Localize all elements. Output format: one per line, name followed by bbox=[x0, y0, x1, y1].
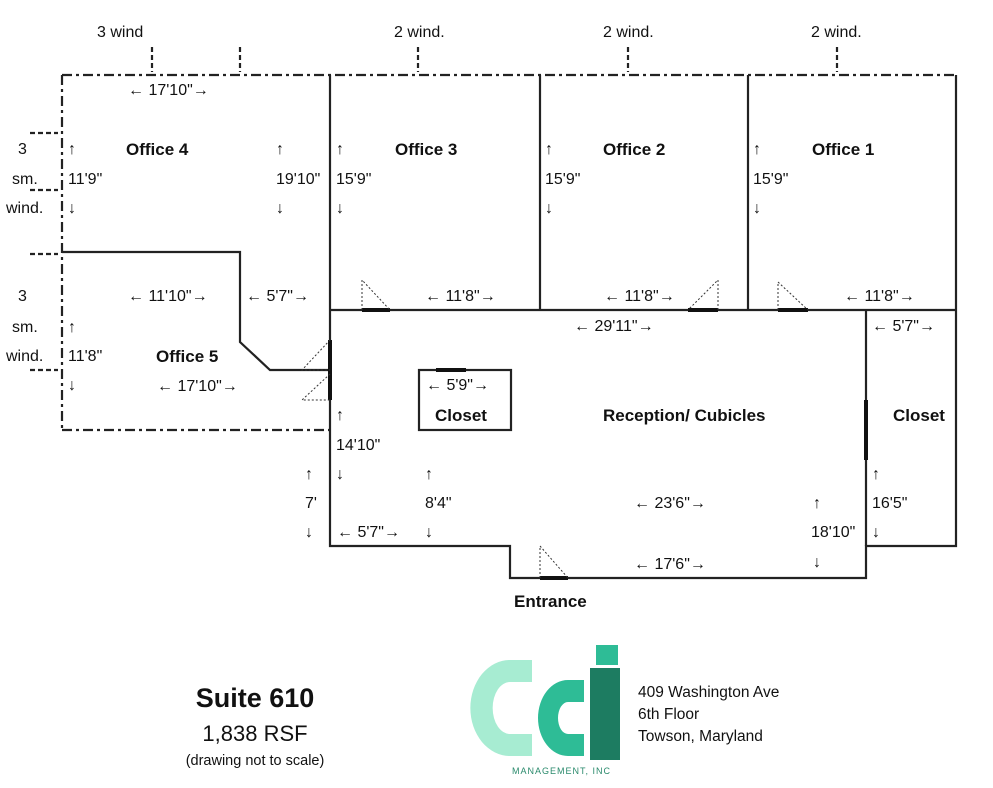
dim-office4-right-height: 19'10" bbox=[276, 171, 321, 188]
room-office5: Office 5 bbox=[156, 347, 219, 366]
window-label-office4: 3 wind bbox=[97, 24, 144, 41]
cci-logo bbox=[470, 645, 620, 760]
dim-hall-height: 14'10" bbox=[336, 437, 381, 454]
dim-reception-left-height: 8'4" bbox=[425, 495, 452, 512]
room-reception: Reception/ Cubicles bbox=[603, 406, 766, 425]
dim-office4-left-height: 11'9" bbox=[68, 171, 103, 188]
suite-note: (drawing not to scale) bbox=[185, 753, 325, 769]
arrow-up-icon: ↑ bbox=[753, 141, 761, 158]
arrow-down-icon: ↓ bbox=[813, 554, 821, 571]
wall-office5 bbox=[62, 250, 330, 372]
dim-reception-width: ← 29'11"→ bbox=[574, 318, 654, 335]
arrow-up-icon: ↑ bbox=[425, 466, 433, 483]
arrow-down-icon: ↓ bbox=[336, 466, 344, 483]
dim-office4-width: ← 17'10"→ bbox=[128, 82, 209, 99]
dim-office1-height: 15'9" bbox=[753, 171, 789, 188]
arrow-down-icon: ↓ bbox=[425, 524, 433, 541]
room-entrance: Entrance bbox=[514, 592, 587, 611]
arrow-up-icon: ↑ bbox=[336, 407, 344, 424]
room-office1: Office 1 bbox=[812, 140, 875, 159]
suite-area: 1,838 RSF bbox=[202, 721, 308, 746]
dim-office5-top-width: ← 11'10"→ bbox=[128, 288, 208, 305]
dim-closet-right-height: 16'5" bbox=[872, 495, 908, 512]
room-office3: Office 3 bbox=[395, 140, 458, 159]
room-office2: Office 2 bbox=[603, 140, 666, 159]
dim-hall-side: 7' bbox=[305, 495, 317, 512]
address-line-1: 409 Washington Ave bbox=[638, 684, 780, 701]
arrow-down-icon: ↓ bbox=[68, 377, 76, 394]
dim-office3-width: ← 11'8"→ bbox=[425, 288, 496, 305]
window-label-office1: 2 wind. bbox=[811, 24, 862, 41]
side-window-size: sm. bbox=[12, 319, 38, 336]
dim-office1-width: ← 11'8"→ bbox=[844, 288, 915, 305]
arrow-down-icon: ↓ bbox=[305, 524, 313, 541]
room-closet-left: Closet bbox=[435, 406, 487, 425]
suite-title: Suite 610 bbox=[195, 683, 315, 713]
arrow-up-icon: ↑ bbox=[276, 141, 284, 158]
dim-hall-width: ← 5'7"→ bbox=[337, 524, 400, 541]
arrow-up-icon: ↑ bbox=[872, 466, 880, 483]
arrow-up-icon: ↑ bbox=[68, 141, 76, 158]
room-office4: Office 4 bbox=[126, 140, 189, 159]
address-line-2: 6th Floor bbox=[638, 706, 700, 723]
arrow-down-icon: ↓ bbox=[872, 524, 880, 541]
dim-closet-right-width: ← 5'7"→ bbox=[872, 318, 935, 335]
window-label-office2: 2 wind. bbox=[603, 24, 654, 41]
room-closet-right: Closet bbox=[893, 406, 945, 425]
dim-office5-height: 11'8" bbox=[68, 348, 103, 365]
wall-reception bbox=[328, 310, 958, 580]
dim-reception-right-height: 18'10" bbox=[811, 524, 856, 541]
arrow-up-icon: ↑ bbox=[68, 319, 76, 336]
dim-office2-width: ← 11'8"→ bbox=[604, 288, 675, 305]
dim-closet-left-width: ← 5'9"→ bbox=[426, 377, 489, 394]
arrow-up-icon: ↑ bbox=[336, 141, 344, 158]
side-window-count: 3 bbox=[18, 288, 27, 305]
dim-office2-height: 15'9" bbox=[545, 171, 581, 188]
arrow-up-icon: ↑ bbox=[305, 466, 313, 483]
arrow-down-icon: ↓ bbox=[336, 200, 344, 217]
dim-reception-mid-width: ← 23'6"→ bbox=[634, 495, 706, 512]
arrow-down-icon: ↓ bbox=[276, 200, 284, 217]
dim-office5-bottom-width: ← 17'10"→ bbox=[157, 378, 238, 395]
window-label-office3: 2 wind. bbox=[394, 24, 445, 41]
arrow-down-icon: ↓ bbox=[545, 200, 553, 217]
arrow-up-icon: ↑ bbox=[545, 141, 553, 158]
arrow-down-icon: ↓ bbox=[68, 200, 76, 217]
dim-office3-height: 15'9" bbox=[336, 171, 372, 188]
arrow-down-icon: ↓ bbox=[753, 200, 761, 217]
address-line-3: Towson, Maryland bbox=[638, 728, 763, 745]
dim-office5-notch: ← 5'7"→ bbox=[246, 288, 309, 305]
side-window-type: wind. bbox=[6, 200, 44, 217]
dim-entrance-width: ← 17'6"→ bbox=[634, 556, 706, 573]
logo-subtitle: MANAGEMENT, INC bbox=[512, 766, 612, 776]
side-window-count: 3 bbox=[18, 141, 27, 158]
side-window-size: sm. bbox=[12, 171, 38, 188]
side-window-type: wind. bbox=[6, 348, 44, 365]
arrow-up-icon: ↑ bbox=[813, 495, 821, 512]
